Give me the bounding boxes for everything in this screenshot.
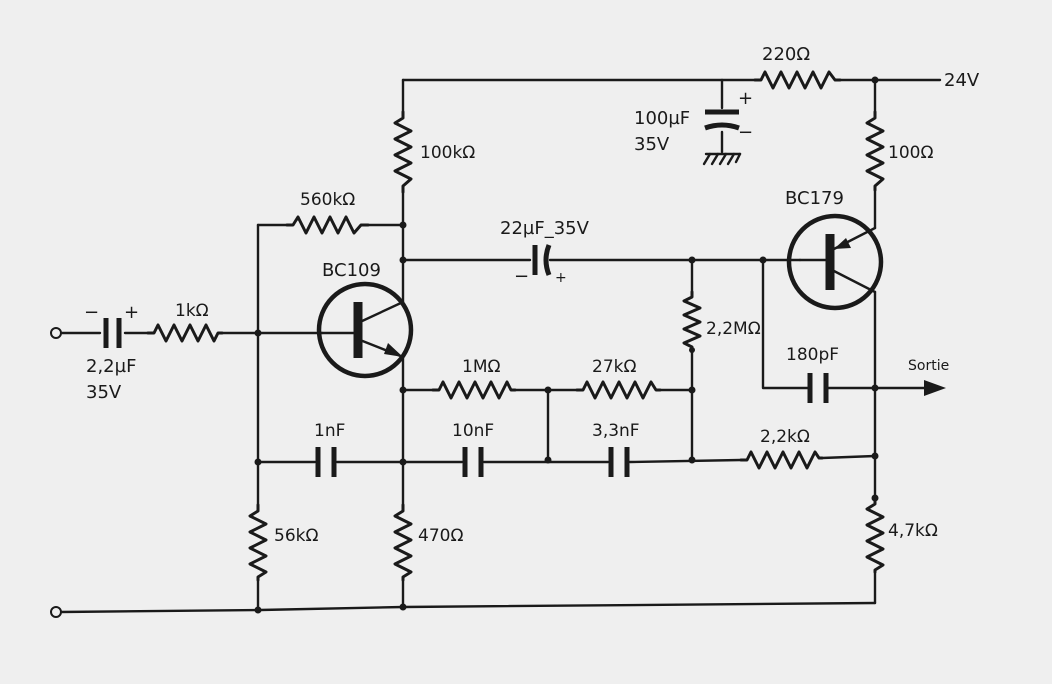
resistor-2m2	[682, 290, 702, 352]
label-r-100k: 100kΩ	[420, 143, 475, 163]
label-c-in-val: 2,2µF	[86, 356, 136, 377]
label-r-1m: 1MΩ	[462, 357, 500, 377]
input-terminal	[50, 327, 62, 339]
capacitor-100u	[704, 109, 740, 131]
label-cin-plus: +	[124, 302, 139, 323]
label-c100u-plus: +	[738, 88, 753, 109]
label-r-56k: 56kΩ	[274, 526, 318, 546]
label-r-220: 220Ω	[762, 44, 810, 65]
capacitor-10n	[462, 447, 484, 477]
resistor-4k7	[865, 496, 885, 574]
label-cin-minus: −	[84, 302, 99, 323]
resistor-560k	[285, 215, 370, 235]
resistor-470	[393, 503, 413, 582]
label-r-100: 100Ω	[888, 143, 933, 163]
label-c-1n: 1nF	[314, 421, 345, 441]
resistor-1m	[431, 380, 517, 400]
capacitor-22u-coupling	[532, 244, 552, 276]
resistor-27k	[575, 380, 662, 400]
label-c-in-v: 35V	[86, 382, 122, 403]
resistor-100k	[393, 110, 413, 194]
ground-terminal	[50, 606, 62, 618]
label-c-10n: 10nF	[452, 421, 494, 441]
capacitors	[103, 109, 829, 477]
label-vcc: 24V	[944, 70, 980, 91]
label-r-4k7: 4,7kΩ	[888, 521, 938, 541]
label-c-3n3: 3,3nF	[592, 421, 640, 441]
output-arrow-icon	[924, 380, 946, 396]
label-c-22u-mid: 22µF_35V	[500, 218, 590, 239]
capacitor-180p	[807, 373, 829, 403]
label-r-27k: 27kΩ	[592, 357, 636, 377]
transistor-bc109	[316, 281, 414, 379]
resistor-100	[865, 110, 885, 192]
label-c22-minus: −	[514, 266, 529, 287]
resistors	[146, 70, 885, 582]
resistor-56k	[248, 503, 268, 582]
ground-symbol	[702, 152, 742, 166]
label-c22-plus: +	[555, 270, 567, 286]
capacitor-3n3	[608, 447, 630, 477]
label-c-180p: 180pF	[786, 345, 839, 365]
label-q1: BC109	[322, 260, 381, 281]
labels: 24V 220Ω 100µF 35V + − 100kΩ 100Ω 560kΩ …	[84, 44, 980, 546]
label-c-100u: 100µF	[634, 108, 690, 129]
resistor-1k	[146, 323, 224, 343]
label-r-560k: 560kΩ	[300, 190, 355, 210]
junctions	[254, 76, 879, 614]
label-out: Sortie	[908, 358, 949, 374]
label-c100u-minus: −	[738, 122, 753, 143]
label-r-470: 470Ω	[418, 526, 463, 546]
label-r-1k: 1kΩ	[175, 301, 209, 321]
label-r-2k2: 2,2kΩ	[760, 427, 810, 447]
label-r-2m2: 2,2MΩ	[706, 319, 761, 339]
resistor-2k2	[739, 450, 824, 470]
capacitor-1n	[315, 447, 337, 477]
transistor-bc179	[786, 213, 884, 311]
label-q2: BC179	[785, 188, 844, 209]
capacitor-input-2u2	[103, 318, 122, 348]
label-c-100u-v: 35V	[634, 134, 670, 155]
resistor-220	[753, 70, 842, 90]
